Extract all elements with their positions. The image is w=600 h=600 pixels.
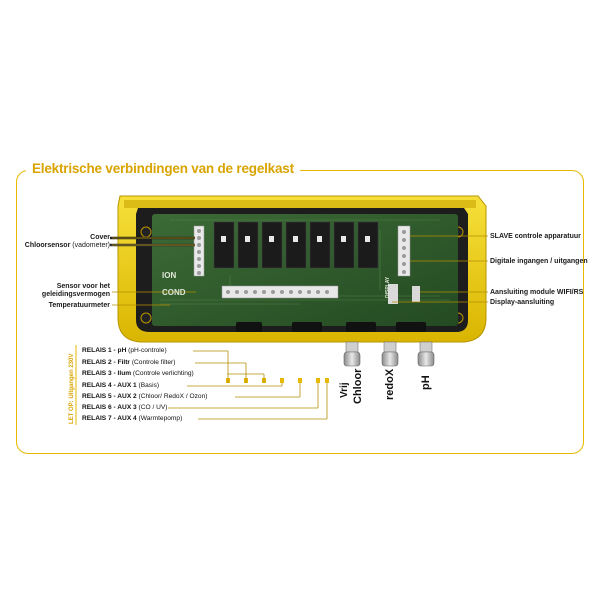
sensor-label-vrij: Vrij [339, 382, 350, 398]
bottom-terminal-strip [221, 285, 339, 299]
relay-6-label: RELAIS 6 - AUX 3 (CO / UV) [82, 404, 168, 411]
label-chloorsensor: Chloorsensor (vadometer) [24, 242, 110, 249]
label-slave: SLAVE controle apparatuur [490, 233, 581, 240]
right-pointers [392, 235, 488, 303]
relay-bank [213, 221, 379, 269]
sensor-label-chloor: Chloor [352, 368, 364, 404]
relay-voltage-note: LET OP: Uitgangen 230V [69, 353, 75, 424]
relay-7-label: RELAIS 7 - AUX 4 (Warmtepomp) [82, 415, 183, 422]
relay-5-label: RELAIS 5 - AUX 2 (Chloor/ RedoX / Ozon) [82, 393, 208, 400]
board-label-cond: COND [162, 288, 186, 297]
diagram-frame [16, 170, 584, 454]
label-sensor-line1: Sensor voor het [56, 283, 110, 290]
label-wifi: Aansluiting module WIFI/RS [490, 289, 584, 296]
bnc-connectors [343, 341, 435, 367]
left-pointers [112, 237, 196, 306]
label-display: Display-aansluiting [490, 299, 555, 306]
relay-4-label: RELAIS 4 - AUX 1 (Basis) [82, 382, 160, 389]
relay-2-label: RELAIS 2 - Filtr (Controle filter) [82, 359, 176, 366]
label-temperatuurmeter: Temperatuurmeter [48, 302, 110, 309]
label-sensor-line2: geleidingsvermogen [41, 291, 110, 298]
right-terminal-block [388, 225, 420, 304]
relay-3-label: RELAIS 3 - Ilum (Controle verlichting) [82, 370, 194, 377]
board-label-ion: ION [162, 271, 177, 280]
board-label-display: DISPLAY [385, 276, 391, 298]
label-cover: Cover [90, 234, 110, 241]
diagram-title: Elektrische verbindingen van de regelkas… [26, 161, 300, 176]
left-terminal-block [193, 225, 205, 277]
label-digitale: Digitale ingangen / uitgangen [490, 258, 588, 265]
sensor-label-redox: redoX [384, 368, 396, 400]
relay-pointers [168, 350, 328, 420]
relay-1-label: RELAIS 1 - pH (pH-controle) [82, 347, 167, 354]
sensor-label-ph: pH [420, 375, 432, 390]
